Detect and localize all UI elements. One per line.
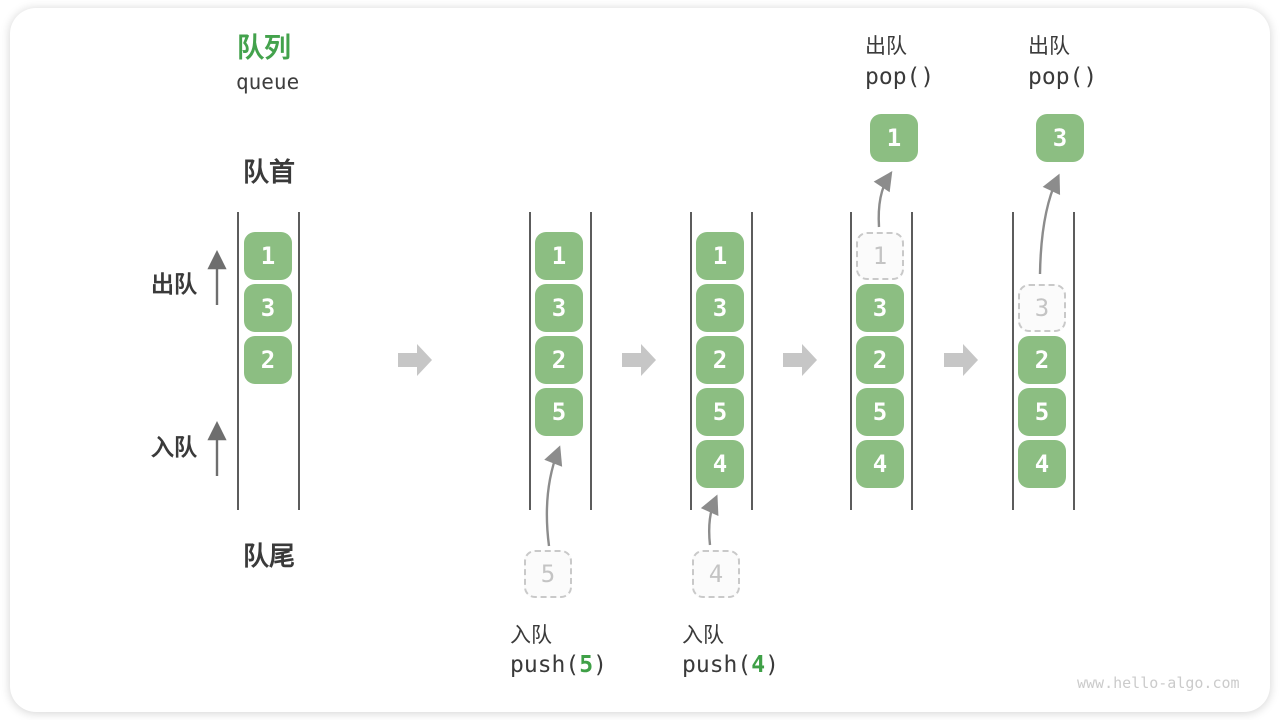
queue-element: 3 [856, 284, 904, 332]
watermark: www.hello-algo.com [1077, 674, 1240, 692]
push-code: push(5) [510, 652, 607, 678]
pop-label-cn: 出队 [1028, 34, 1070, 58]
push-fn-open: push( [682, 652, 752, 678]
queue-element: 2 [696, 336, 744, 384]
dequeue-side-label: 出队 [151, 272, 197, 298]
queue-channel-line [751, 212, 753, 510]
pop-label-cn: 出队 [865, 34, 907, 58]
staged-push-element: 4 [692, 550, 740, 598]
queue-element: 4 [856, 440, 904, 488]
queue-channel-line [529, 212, 531, 510]
queue-element: 3 [244, 284, 292, 332]
queue-channel-line [911, 212, 913, 510]
queue-channel-line [590, 212, 592, 510]
queue-element-removed: 1 [856, 232, 904, 280]
push-fn-close: ) [593, 652, 607, 678]
queue-element-removed: 3 [1018, 284, 1066, 332]
push-arg: 4 [751, 652, 766, 678]
pop-code: pop() [865, 64, 935, 90]
front-label: 队首 [243, 158, 296, 188]
queue-element: 1 [244, 232, 292, 280]
pop-code: pop() [1028, 64, 1098, 90]
push-arg: 5 [579, 652, 594, 678]
page-subtitle: queue [236, 70, 300, 94]
queue-channel-line [237, 212, 239, 510]
queue-channel-line [1012, 212, 1014, 510]
push-label-cn: 入队 [510, 623, 552, 647]
queue-element: 4 [696, 440, 744, 488]
queue-element: 2 [244, 336, 292, 384]
rear-label: 队尾 [243, 542, 296, 572]
push-code: push(4) [682, 652, 779, 678]
enqueue-side-label: 入队 [151, 435, 197, 461]
queue-channel-line [298, 212, 300, 510]
queue-element: 5 [696, 388, 744, 436]
queue-element: 2 [856, 336, 904, 384]
page-title: 队列 [237, 33, 291, 64]
queue-element: 5 [535, 388, 583, 436]
push-fn-open: push( [510, 652, 580, 678]
queue-channel-line [690, 212, 692, 510]
queue-element: 4 [1018, 440, 1066, 488]
push-label-cn: 入队 [682, 623, 724, 647]
queue-element: 5 [856, 388, 904, 436]
staged-push-element: 5 [524, 550, 572, 598]
queue-channel-line [1073, 212, 1075, 510]
queue-element: 1 [696, 232, 744, 280]
popped-element: 3 [1036, 114, 1084, 162]
popped-element: 1 [870, 114, 918, 162]
queue-channel-line [850, 212, 852, 510]
queue-element: 2 [535, 336, 583, 384]
queue-element: 5 [1018, 388, 1066, 436]
queue-element: 2 [1018, 336, 1066, 384]
queue-element: 3 [696, 284, 744, 332]
push-fn-close: ) [765, 652, 779, 678]
queue-element: 3 [535, 284, 583, 332]
queue-element: 1 [535, 232, 583, 280]
figure-card [10, 8, 1270, 712]
